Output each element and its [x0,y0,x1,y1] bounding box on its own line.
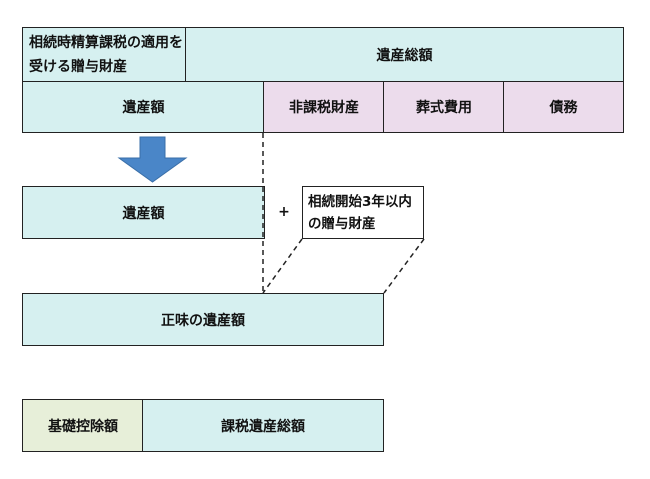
non-taxable-label: 非課税財産 [289,100,359,116]
plus-sign: + [278,204,290,220]
estate-amount-label: 遺産額 [122,100,165,116]
total-estate-box: 遺産総額 [185,27,624,83]
taxable-total-label: 課税遺産総額 [221,418,305,435]
taxable-total-box: 課税遺産総額 [142,399,384,452]
down-arrow-icon [117,136,188,183]
dashed-line-diagonal-left [262,238,303,294]
gifts-within-3-years-box: 相続開始3年以内の贈与財産 [302,186,424,239]
special-gift-property-label: 相続時精算課税の適用を受ける贈与財産 [29,35,183,75]
dashed-line-diagonal-right [383,238,425,294]
funeral-expenses-label: 葬式費用 [416,100,472,116]
net-estate-box: 正味の遺産額 [22,293,384,346]
debts-label: 債務 [549,100,578,116]
total-estate-label: 遺産総額 [376,48,433,64]
gifts-within-3-years-label: 相続開始3年以内の贈与財産 [308,193,412,232]
estate-amount-box: 遺産額 [22,81,265,133]
estate-amount-label-2: 遺産額 [122,205,165,222]
basic-deduction-label: 基礎控除額 [48,418,118,435]
basic-deduction-box: 基礎控除額 [22,399,144,452]
funeral-expenses-box: 葬式費用 [383,81,505,133]
estate-amount-box-2: 遺産額 [22,186,265,239]
net-estate-label: 正味の遺産額 [161,312,245,329]
debts-box: 債務 [503,81,624,133]
non-taxable-box: 非課税財産 [263,81,385,133]
special-gift-property-box: 相続時精算課税の適用を受ける贈与財産 [22,27,187,83]
